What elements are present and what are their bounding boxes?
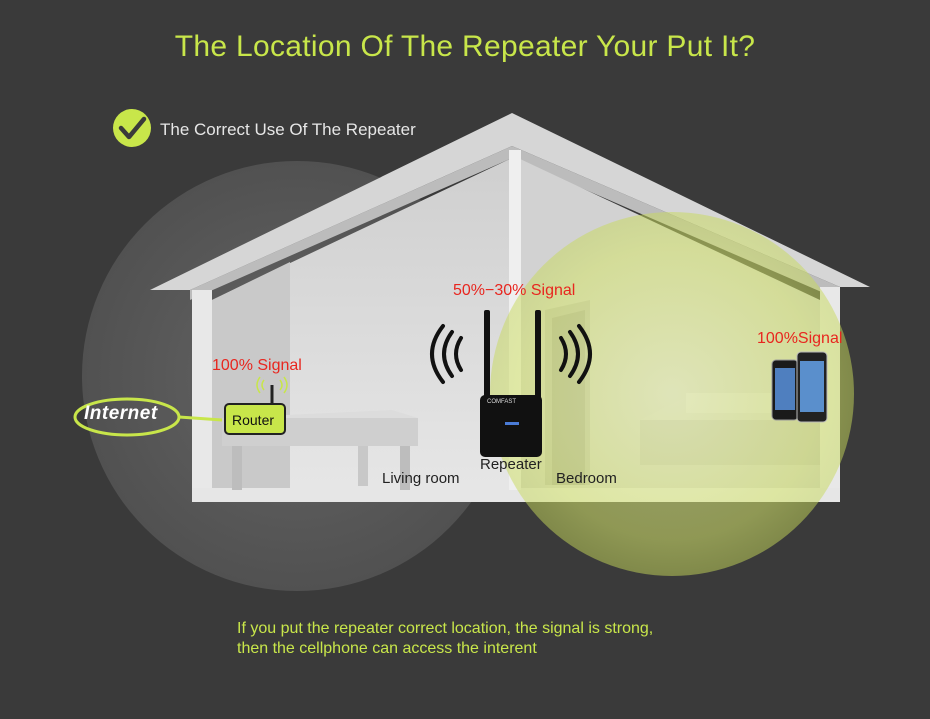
router-icon	[224, 376, 288, 435]
footer-line-2: then the cellphone can access the intere…	[237, 640, 537, 657]
bedroom-label: Bedroom	[556, 470, 617, 487]
correct-use-label: The Correct Use Of The Repeater	[160, 120, 416, 139]
router-label: Router	[232, 412, 275, 428]
repeater-coverage-zone	[490, 212, 854, 576]
repeater-brand: COMFAST	[487, 399, 517, 405]
living-room-label: Living room	[382, 470, 460, 487]
roof	[150, 113, 870, 290]
repeater-signal-label: 50%−30% Signal	[453, 282, 576, 299]
wifi-waves-icon	[430, 324, 592, 384]
page-title: The Location Of The Repeater Your Put It…	[174, 30, 756, 63]
smartphone-icon	[771, 351, 828, 423]
internet-label: Internet	[84, 403, 158, 424]
check-icon	[113, 109, 151, 147]
router-signal-label: 100% Signal	[212, 357, 302, 374]
repeater-icon	[480, 310, 542, 457]
repeater-label: Repeater	[480, 456, 542, 473]
phone-signal-label: 100%Signal	[757, 330, 843, 347]
footer-line-1: If you put the repeater correct location…	[237, 620, 654, 637]
internet-ellipse	[73, 397, 223, 437]
